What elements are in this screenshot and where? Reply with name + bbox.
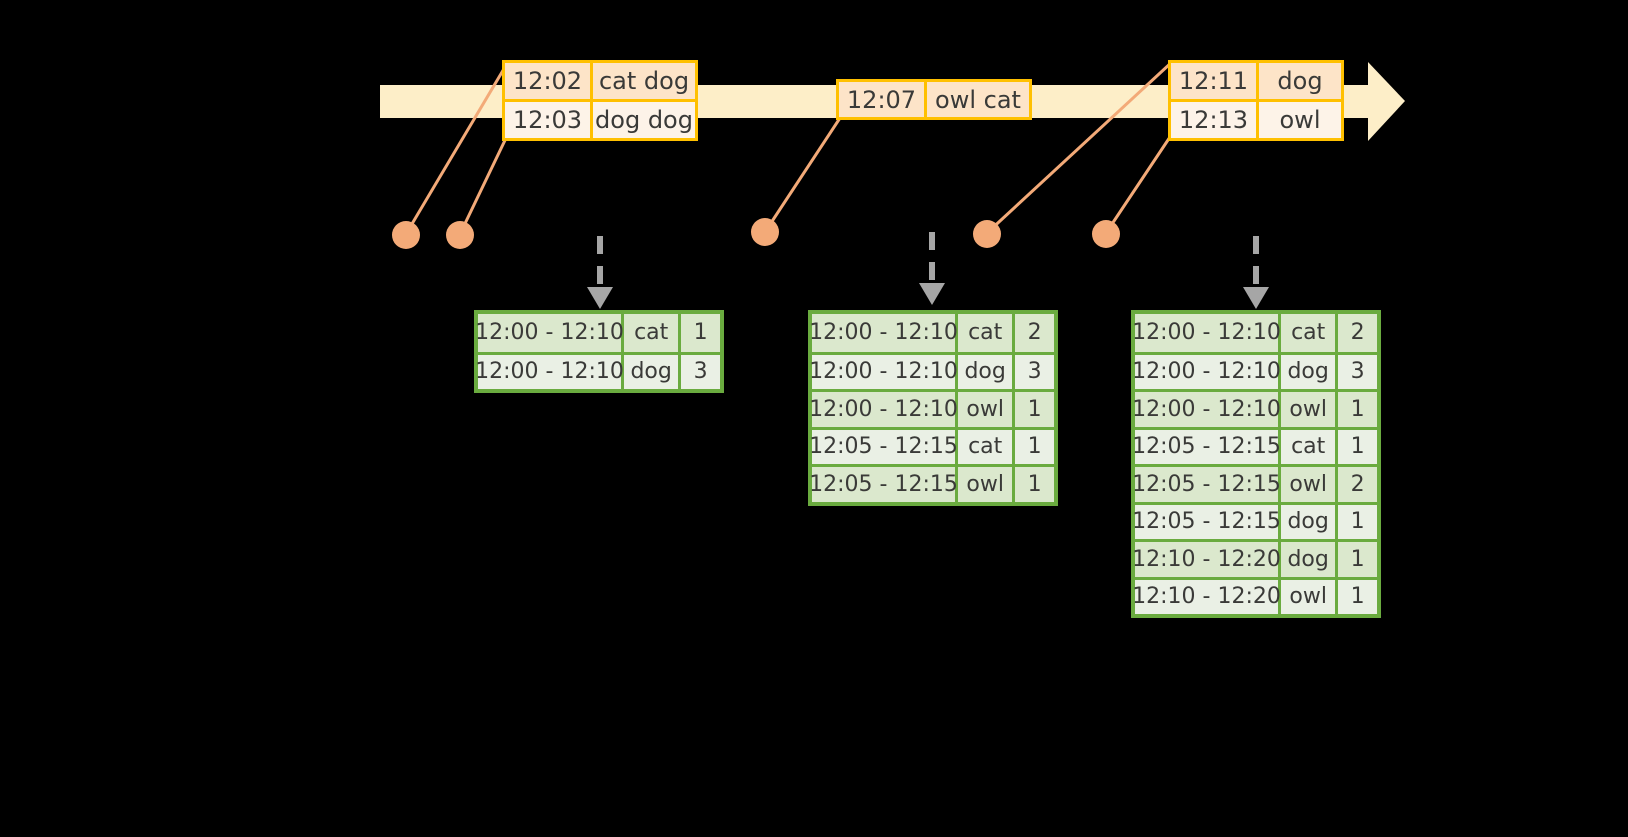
cell-window: 12:05 - 12:15 (809, 426, 958, 464)
cell-count: 1 (1015, 464, 1054, 502)
cell-count: 1 (1338, 576, 1377, 614)
cell-count: 2 (1338, 314, 1377, 352)
cell-word: owl (1281, 464, 1339, 502)
cell-word: dog (1281, 501, 1339, 539)
event-time: 12:13 (1171, 102, 1259, 138)
event-row[interactable]: 12:13 owl (1171, 99, 1341, 138)
cell-count: 1 (1338, 539, 1377, 577)
table-row[interactable]: 12:00 - 12:10 dog 3 (1132, 351, 1377, 389)
cell-count: 3 (1015, 351, 1054, 389)
cell-word: owl (958, 389, 1016, 427)
cell-count: 1 (681, 314, 720, 352)
results-table-1[interactable]: 12:00 - 12:10 cat 1 12:00 - 12:10 dog 3 (474, 310, 724, 393)
cell-word: dog (958, 351, 1016, 389)
cell-window: 12:00 - 12:10 (809, 314, 958, 352)
event-words: owl (1259, 102, 1341, 138)
event-marker-1203 (446, 221, 474, 249)
flow-arrow-head-3 (1243, 287, 1269, 309)
cell-count: 1 (1015, 426, 1054, 464)
event-words: cat dog (593, 63, 695, 99)
table-row[interactable]: 12:00 - 12:10 cat 2 (809, 314, 1054, 352)
table-row[interactable]: 12:00 - 12:10 cat 1 (475, 314, 720, 352)
table-row[interactable]: 12:10 - 12:20 owl 1 (1132, 576, 1377, 614)
table-row[interactable]: 12:05 - 12:15 cat 1 (809, 426, 1054, 464)
event-time: 12:11 (1171, 63, 1259, 99)
cell-count: 1 (1338, 389, 1377, 427)
cell-word: cat (958, 314, 1016, 352)
cell-count: 2 (1338, 464, 1377, 502)
cell-word: dog (624, 351, 682, 389)
cell-word: dog (1281, 539, 1339, 577)
cell-count: 2 (1015, 314, 1054, 352)
cell-window: 12:10 - 12:20 (1132, 539, 1281, 577)
table-row[interactable]: 12:05 - 12:15 owl 2 (1132, 464, 1377, 502)
cell-window: 12:00 - 12:10 (1132, 351, 1281, 389)
cell-count: 3 (1338, 351, 1377, 389)
event-time: 12:02 (505, 63, 593, 99)
flow-arrow-head-1 (587, 287, 613, 309)
event-time: 12:07 (839, 82, 927, 117)
results-table-2[interactable]: 12:00 - 12:10 cat 2 12:00 - 12:10 dog 3 … (808, 310, 1058, 506)
cell-word: dog (1281, 351, 1339, 389)
cell-window: 12:05 - 12:15 (1132, 501, 1281, 539)
connector-line-1207 (763, 117, 842, 233)
event-words: dog dog (593, 102, 695, 138)
cell-word: cat (1281, 314, 1339, 352)
event-marker-1211 (973, 220, 1001, 248)
event-marker-1207 (751, 218, 779, 246)
cell-word: cat (624, 314, 682, 352)
table-row[interactable]: 12:10 - 12:20 dog 1 (1132, 539, 1377, 577)
table-row[interactable]: 12:00 - 12:10 cat 2 (1132, 314, 1377, 352)
cell-window: 12:10 - 12:20 (1132, 576, 1281, 614)
cell-window: 12:00 - 12:10 (475, 314, 624, 352)
event-words: dog (1259, 63, 1341, 99)
cell-word: cat (1281, 426, 1339, 464)
cell-count: 3 (681, 351, 720, 389)
table-row[interactable]: 12:05 - 12:15 cat 1 (1132, 426, 1377, 464)
cell-window: 12:00 - 12:10 (1132, 389, 1281, 427)
cell-window: 12:00 - 12:10 (809, 351, 958, 389)
cell-count: 1 (1015, 389, 1054, 427)
table-row[interactable]: 12:00 - 12:10 owl 1 (1132, 389, 1377, 427)
event-row[interactable]: 12:03 dog dog (505, 99, 695, 138)
table-row[interactable]: 12:00 - 12:10 owl 1 (809, 389, 1054, 427)
cell-word: owl (1281, 576, 1339, 614)
event-words: owl cat (927, 82, 1029, 117)
event-row[interactable]: 12:02 cat dog (505, 63, 695, 99)
table-row[interactable]: 12:00 - 12:10 dog 3 (809, 351, 1054, 389)
cell-window: 12:00 - 12:10 (1132, 314, 1281, 352)
event-time: 12:03 (505, 102, 593, 138)
cell-count: 1 (1338, 501, 1377, 539)
event-row[interactable]: 12:07 owl cat (839, 82, 1029, 117)
results-table-3[interactable]: 12:00 - 12:10 cat 2 12:00 - 12:10 dog 3 … (1131, 310, 1381, 618)
connector-line-1203 (458, 133, 510, 235)
table-row[interactable]: 12:00 - 12:10 dog 3 (475, 351, 720, 389)
event-marker-1213 (1092, 220, 1120, 248)
cell-window: 12:05 - 12:15 (809, 464, 958, 502)
cell-window: 12:05 - 12:15 (1132, 426, 1281, 464)
event-marker-1202 (392, 221, 420, 249)
cell-word: owl (958, 464, 1016, 502)
table-row[interactable]: 12:05 - 12:15 dog 1 (1132, 501, 1377, 539)
cell-word: owl (1281, 389, 1339, 427)
cell-window: 12:05 - 12:15 (1132, 464, 1281, 502)
connector-line-1213 (1104, 133, 1174, 234)
event-group-3[interactable]: 12:11 dog 12:13 owl (1168, 60, 1344, 141)
event-row[interactable]: 12:11 dog (1171, 63, 1341, 99)
flow-arrow-head-2 (919, 283, 945, 305)
table-row[interactable]: 12:05 - 12:15 owl 1 (809, 464, 1054, 502)
cell-window: 12:00 - 12:10 (809, 389, 958, 427)
event-group-1[interactable]: 12:02 cat dog 12:03 dog dog (502, 60, 698, 141)
cell-word: cat (958, 426, 1016, 464)
event-group-2[interactable]: 12:07 owl cat (836, 79, 1032, 120)
cell-window: 12:00 - 12:10 (475, 351, 624, 389)
cell-count: 1 (1338, 426, 1377, 464)
